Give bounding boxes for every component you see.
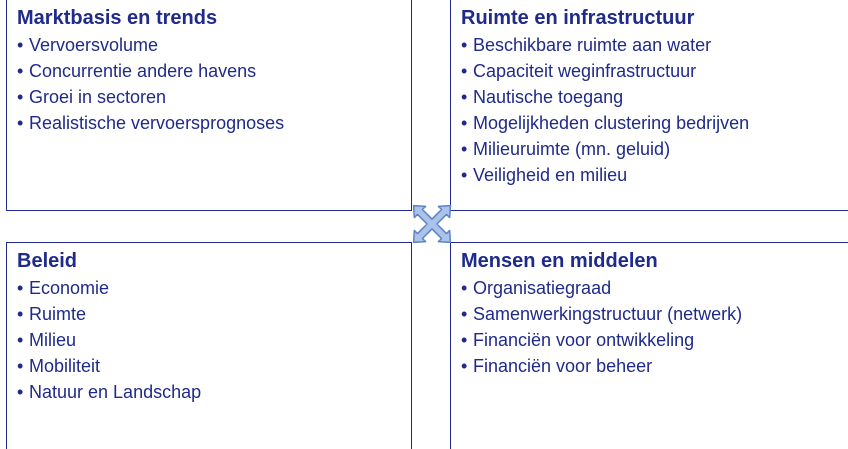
list-item: •Milieuruimte (mn. geluid) — [461, 139, 671, 159]
list-item: •Mobiliteit — [17, 356, 101, 376]
list-item: •Concurrentie andere havens — [17, 61, 257, 81]
four-way-arrows-icon — [412, 204, 452, 244]
bullet-list: •Economie •Ruimte •Milieu •Mobiliteit •N… — [17, 275, 401, 405]
bullet-list: •Vervoersvolume •Concurrentie andere hav… — [17, 32, 401, 136]
list-item: •Ruimte — [17, 304, 87, 324]
quadrant-beleid: Beleid •Economie •Ruimte •Milieu •Mobili… — [6, 242, 412, 449]
list-item: •Nautische toegang — [461, 87, 624, 107]
quadrant-title: Mensen en middelen — [461, 250, 658, 272]
list-item: •Financiën voor ontwikkeling — [461, 330, 695, 350]
quadrant-title: Marktbasis en trends — [17, 7, 218, 29]
bullet-list: •Organisatiegraad •Samenwerkingstructuur… — [461, 275, 838, 379]
quadrant-ruimte: Ruimte en infrastructuur •Beschikbare ru… — [450, 0, 848, 211]
list-item: •Financiën voor beheer — [461, 356, 653, 376]
quadrant-title: Beleid — [17, 250, 78, 272]
quadrant-marktbasis: Marktbasis en trends •Vervoersvolume •Co… — [6, 0, 412, 211]
list-item: •Natuur en Landschap — [17, 382, 202, 402]
list-item: •Milieu — [17, 330, 77, 350]
list-item: •Organisatiegraad — [461, 278, 612, 298]
bullet-list: •Beschikbare ruimte aan water •Capacitei… — [461, 32, 838, 188]
list-item: •Mogelijkheden clustering bedrijven — [461, 113, 750, 133]
list-item: •Realistische vervoersprognoses — [17, 113, 285, 133]
list-item: •Samenwerkingstructuur (netwerk) — [461, 304, 743, 324]
list-item: •Economie — [17, 278, 110, 298]
list-item: •Vervoersvolume — [17, 35, 159, 55]
quadrant-mensen: Mensen en middelen •Organisatiegraad •Sa… — [450, 242, 848, 449]
list-item: •Beschikbare ruimte aan water — [461, 35, 712, 55]
list-item: •Veiligheid en milieu — [461, 165, 628, 185]
list-item: •Capaciteit weginfrastructuur — [461, 61, 697, 81]
quadrant-title: Ruimte en infrastructuur — [461, 7, 695, 29]
list-item: •Groei in sectoren — [17, 87, 167, 107]
